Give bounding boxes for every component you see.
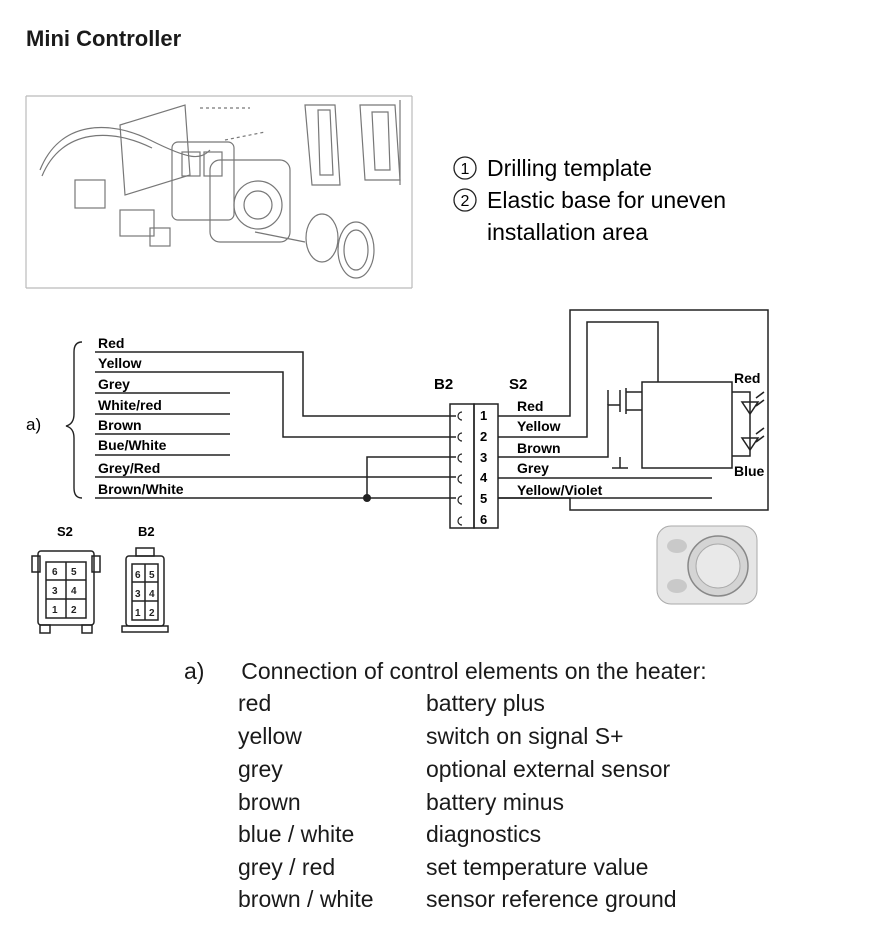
svg-text:6: 6: [52, 567, 58, 578]
plug-b2-label: B2: [138, 524, 155, 539]
note-3-text: installation area: [487, 219, 648, 245]
legend-color: red: [238, 690, 272, 716]
svg-text:1: 1: [135, 608, 141, 619]
legend-heading-marker: a): [184, 658, 205, 684]
legend-row: grey optional external sensor: [238, 756, 670, 783]
connector-b2-label: B2: [434, 376, 453, 393]
led-blue-label: Blue: [734, 463, 765, 479]
legend-row: brown battery minus: [238, 789, 564, 816]
legend-heading-text: Connection of control elements on the he…: [241, 658, 707, 684]
s2-wire-red: Red: [517, 398, 543, 414]
wire-label-bue-white: Bue/White: [98, 437, 167, 453]
s2-wire-brown: Brown: [517, 440, 561, 456]
legend-desc: optional external sensor: [426, 756, 671, 782]
controller-knob-illustration: [656, 525, 758, 605]
legend-desc: diagnostics: [426, 821, 542, 847]
svg-text:2: 2: [71, 605, 77, 616]
svg-text:2: 2: [461, 193, 470, 210]
plug-s2: [31, 550, 101, 634]
legend-desc: sensor reference ground: [426, 886, 677, 912]
legend-row: blue / white diagnostics: [238, 821, 541, 848]
wire-label-white-red: White/red: [98, 397, 162, 413]
legend-color: blue / white: [238, 821, 355, 847]
svg-text:3: 3: [52, 586, 58, 597]
wire-label-yellow: Yellow: [98, 355, 142, 371]
legend-color: yellow: [238, 723, 302, 749]
plug-s2-label: S2: [57, 524, 73, 539]
legend-desc: switch on signal S+: [426, 723, 624, 749]
svg-text:5: 5: [71, 567, 77, 578]
legend-desc: battery minus: [426, 789, 565, 815]
wire-group-brace: [65, 341, 83, 499]
pin-2: 2: [480, 429, 487, 444]
plug-b2: [121, 547, 169, 633]
led-red-label: Red: [734, 370, 760, 386]
wire-label-grey: Grey: [98, 376, 130, 392]
pin-3: 3: [480, 450, 487, 465]
note-2-text: Elastic base for uneven: [487, 187, 726, 213]
wire-label-red: Red: [98, 335, 124, 351]
legend-desc: set temperature value: [426, 854, 649, 880]
legend-heading: a) Connection of control elements on the…: [184, 658, 707, 685]
s2-wire-yellow: Yellow: [517, 418, 561, 434]
exploded-view-illustration: [25, 95, 413, 289]
wire-yellow: [95, 371, 456, 438]
legend-color: brown: [238, 789, 301, 815]
legend-desc: battery plus: [426, 690, 545, 716]
svg-text:1: 1: [461, 161, 470, 178]
pin-1: 1: [480, 408, 487, 423]
legend-color: brown / white: [238, 886, 374, 912]
svg-text:1: 1: [52, 605, 58, 616]
svg-text:4: 4: [71, 586, 77, 597]
legend-color: grey: [238, 756, 283, 782]
pin-5: 5: [480, 491, 487, 506]
pin-4: 4: [480, 470, 488, 485]
note-circle-1: 1: [453, 156, 477, 180]
svg-text:2: 2: [149, 608, 155, 619]
wire-group-label: a): [26, 415, 41, 434]
svg-text:5: 5: [149, 570, 155, 581]
svg-text:6: 6: [135, 570, 141, 581]
connector-b2-body: [449, 403, 475, 529]
svg-text:3: 3: [135, 589, 141, 600]
connector-s2-body: [473, 403, 499, 529]
wire-label-brown-white: Brown/White: [98, 481, 184, 497]
legend-row: grey / red set temperature value: [238, 854, 648, 881]
legend-color: grey / red: [238, 854, 336, 880]
wire-label-grey-red: Grey/Red: [98, 460, 160, 476]
svg-text:4: 4: [149, 589, 155, 600]
pin-6: 6: [480, 512, 487, 527]
wire-red: [95, 351, 456, 417]
connector-s2-label: S2: [509, 376, 527, 393]
legend-row: brown / white sensor reference ground: [238, 886, 677, 913]
wire-junction-dot: [363, 494, 371, 502]
wire-bridge: [366, 456, 456, 498]
page-title: Mini Controller: [26, 26, 182, 51]
s2-wire-yellow-violet: Yellow/Violet: [517, 482, 603, 498]
legend-row: red battery plus: [238, 690, 545, 717]
s2-wire-grey: Grey: [517, 460, 549, 476]
wire-label-brown: Brown: [98, 417, 142, 433]
note-1-text: Drilling template: [487, 155, 652, 181]
legend-row: yellow switch on signal S+: [238, 723, 624, 750]
note-circle-2: 2: [453, 188, 477, 212]
